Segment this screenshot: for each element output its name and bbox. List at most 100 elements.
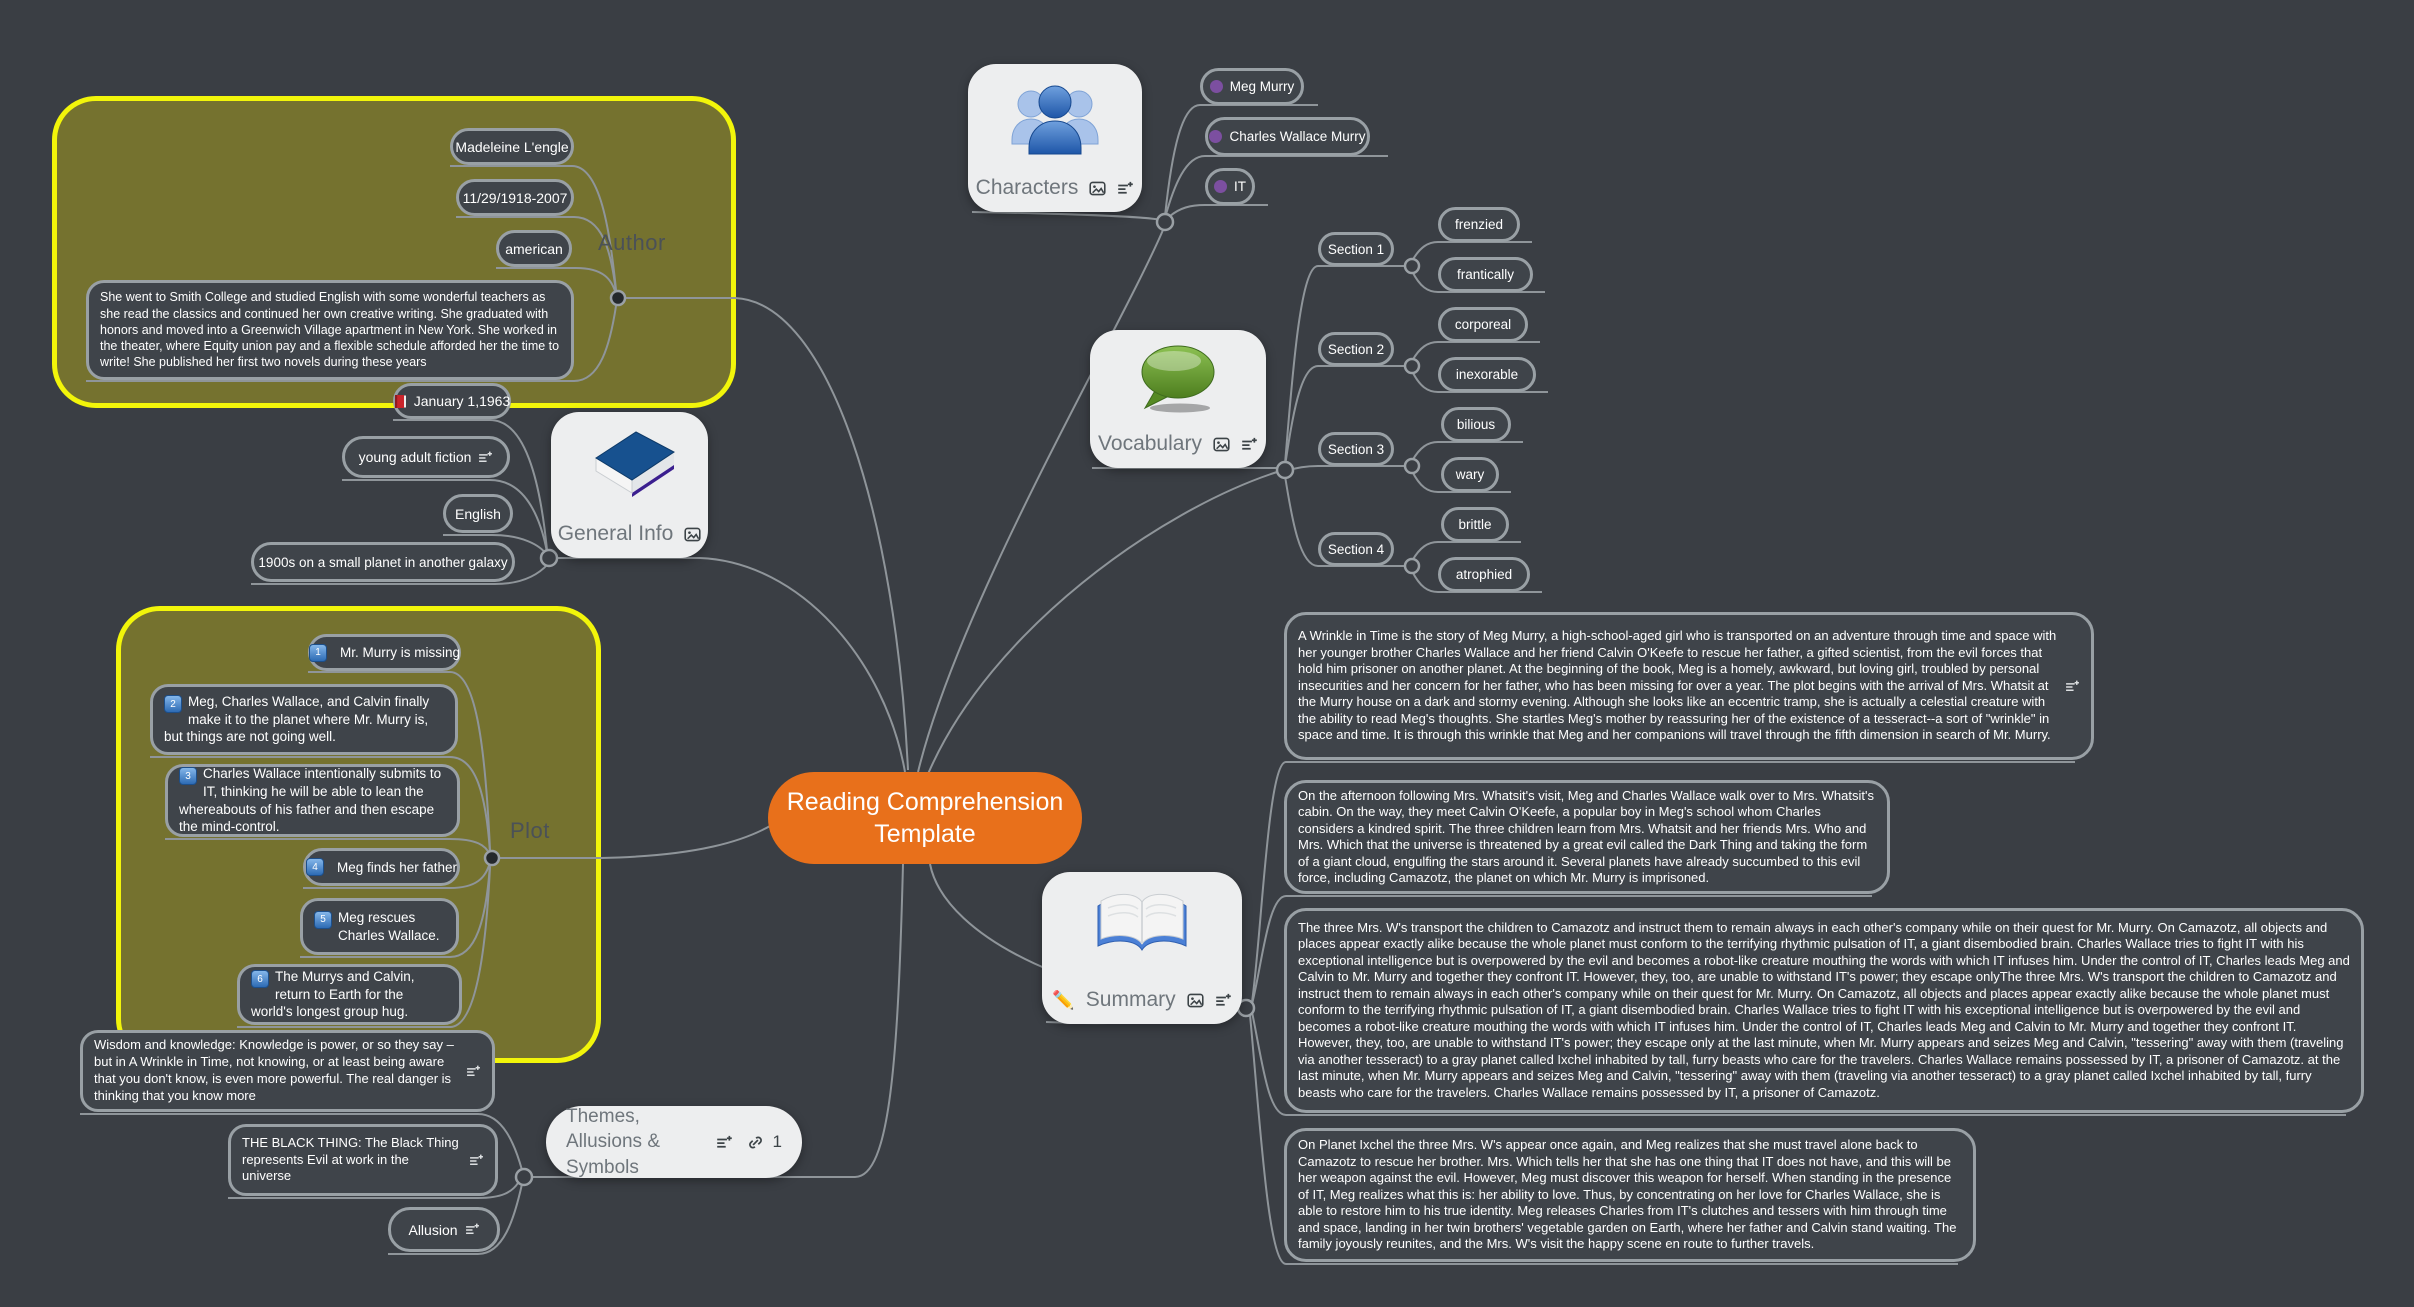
node-word-frenzied[interactable]: frenzied — [1438, 207, 1520, 242]
node-label: american — [505, 240, 563, 257]
topic-label: Vocabulary — [1098, 432, 1202, 455]
topic-label: Characters — [975, 176, 1079, 199]
book-image — [582, 424, 678, 513]
summary-paragraph-1[interactable]: A Wrinkle in Time is the story of Meg Mu… — [1284, 612, 2094, 760]
plot-number-badge: 5 — [314, 910, 332, 929]
node-section-3[interactable]: Section 3 — [1318, 432, 1394, 466]
notes-icon[interactable] — [469, 1153, 484, 1168]
image-icon[interactable] — [1213, 436, 1230, 453]
node-character-it[interactable]: IT — [1205, 168, 1255, 205]
node-label: Section 3 — [1327, 441, 1385, 457]
node-word-corporeal[interactable]: corporeal — [1438, 307, 1528, 342]
node-section-4[interactable]: Section 4 — [1318, 532, 1394, 566]
link-count: 1 — [772, 1131, 782, 1151]
node-word-atrophied[interactable]: atrophied — [1438, 557, 1530, 592]
node-label: Meg finds her father — [336, 859, 458, 875]
open-book-image — [1090, 884, 1194, 965]
notes-icon[interactable] — [2065, 679, 2080, 694]
node-plot-1[interactable]: 1 Mr. Murry is missing — [308, 634, 461, 671]
topic-label: General Info — [557, 522, 674, 545]
purple-marker — [1209, 130, 1223, 143]
node-word-wary[interactable]: wary — [1441, 457, 1499, 492]
node-label: A Wrinkle in Time is the story of Meg Mu… — [1298, 628, 2057, 743]
central-topic[interactable]: Reading Comprehension Template — [768, 772, 1082, 864]
node-label: young adult fiction — [358, 449, 472, 465]
topic-general-info[interactable]: General Info — [551, 412, 708, 558]
topic-label: Themes, Allusions & Symbols — [566, 1105, 660, 1178]
node-label: brittle — [1458, 517, 1492, 532]
node-author-bio[interactable]: She went to Smith College and studied En… — [86, 280, 574, 380]
plot-group-label: Plot — [510, 818, 550, 843]
node-character-meg[interactable]: Meg Murry — [1200, 68, 1304, 105]
link-icon[interactable] — [747, 1134, 764, 1151]
node-plot-4[interactable]: 4 Meg finds her father — [303, 848, 460, 886]
pencil-icon: ✏️ — [1052, 989, 1075, 1010]
node-label: Madeleine L'engle — [455, 138, 569, 155]
node-label: 1900s on a small planet in another galax… — [258, 554, 508, 570]
notes-icon[interactable] — [1117, 180, 1134, 197]
node-word-bilious[interactable]: bilious — [1441, 407, 1511, 442]
node-label: On the afternoon following Mrs. Whatsit'… — [1298, 787, 1874, 886]
node-label: Section 2 — [1327, 341, 1385, 357]
node-genre[interactable]: young adult fiction — [342, 436, 510, 478]
node-publish-date[interactable]: January 1,1963 — [393, 383, 511, 419]
node-author-dates[interactable]: 11/29/1918-2007 — [456, 179, 574, 216]
notes-icon[interactable] — [466, 1064, 481, 1079]
node-label: corporeal — [1454, 317, 1512, 332]
node-section-2[interactable]: Section 2 — [1318, 332, 1394, 366]
node-author-name[interactable]: Madeleine L'engle — [450, 128, 574, 165]
notes-icon[interactable] — [478, 450, 493, 465]
node-label: inexorable — [1455, 367, 1519, 382]
plot-number-badge: 6 — [251, 970, 269, 989]
image-icon[interactable] — [1089, 180, 1106, 197]
topic-summary[interactable]: ✏️ Summary — [1042, 872, 1242, 1024]
node-label: On Planet Ixchel the three Mrs. W's appe… — [1298, 1137, 1957, 1252]
summary-paragraph-2[interactable]: On the afternoon following Mrs. Whatsit'… — [1284, 780, 1890, 894]
node-theme-allusion[interactable]: Allusion — [388, 1207, 500, 1252]
topic-label: Summary — [1085, 988, 1176, 1011]
node-theme-black-thing[interactable]: THE BLACK THING: The Black Thing represe… — [228, 1124, 498, 1196]
notes-icon[interactable] — [1215, 992, 1232, 1009]
node-setting[interactable]: 1900s on a small planet in another galax… — [251, 542, 515, 582]
node-word-frantically[interactable]: frantically — [1438, 257, 1533, 292]
node-language[interactable]: English — [443, 494, 513, 533]
node-label: Allusion — [408, 1221, 458, 1238]
node-label: wary — [1455, 467, 1485, 482]
node-label: bilious — [1456, 417, 1496, 432]
plot-number-badge: 2 — [164, 695, 182, 714]
node-label: Mr. Murry is missing — [340, 645, 461, 660]
node-label: Meg Murry — [1229, 79, 1295, 94]
central-topic-label: Reading Comprehension Template — [786, 787, 1064, 849]
node-label: 11/29/1918-2007 — [462, 189, 568, 206]
node-character-charles[interactable]: Charles Wallace Murry — [1205, 117, 1370, 156]
node-word-inexorable[interactable]: inexorable — [1438, 357, 1536, 392]
topic-vocabulary[interactable]: Vocabulary — [1090, 330, 1266, 468]
topic-characters[interactable]: Characters — [968, 64, 1142, 212]
node-section-1[interactable]: Section 1 — [1318, 232, 1394, 266]
summary-paragraph-4[interactable]: On Planet Ixchel the three Mrs. W's appe… — [1284, 1128, 1976, 1262]
image-icon[interactable] — [684, 526, 701, 543]
node-author-nationality[interactable]: american — [496, 230, 572, 267]
image-icon[interactable] — [1187, 992, 1204, 1009]
notes-icon[interactable] — [465, 1222, 480, 1237]
plot-number-badge: 4 — [305, 858, 324, 876]
node-label: She went to Smith College and studied En… — [100, 290, 560, 370]
plot-number-badge: 3 — [179, 767, 197, 786]
purple-marker — [1209, 80, 1223, 93]
topic-themes[interactable]: Themes, Allusions & Symbols 1 — [546, 1106, 802, 1178]
summary-paragraph-3[interactable]: The three Mrs. W's transport the childre… — [1284, 908, 2364, 1113]
notes-icon[interactable] — [1241, 436, 1258, 453]
node-theme-wisdom[interactable]: Wisdom and knowledge: Knowledge is power… — [80, 1030, 495, 1112]
node-label: English — [455, 505, 501, 522]
node-word-brittle[interactable]: brittle — [1441, 507, 1509, 542]
node-label: Section 1 — [1327, 241, 1385, 257]
notes-icon[interactable] — [716, 1134, 733, 1151]
